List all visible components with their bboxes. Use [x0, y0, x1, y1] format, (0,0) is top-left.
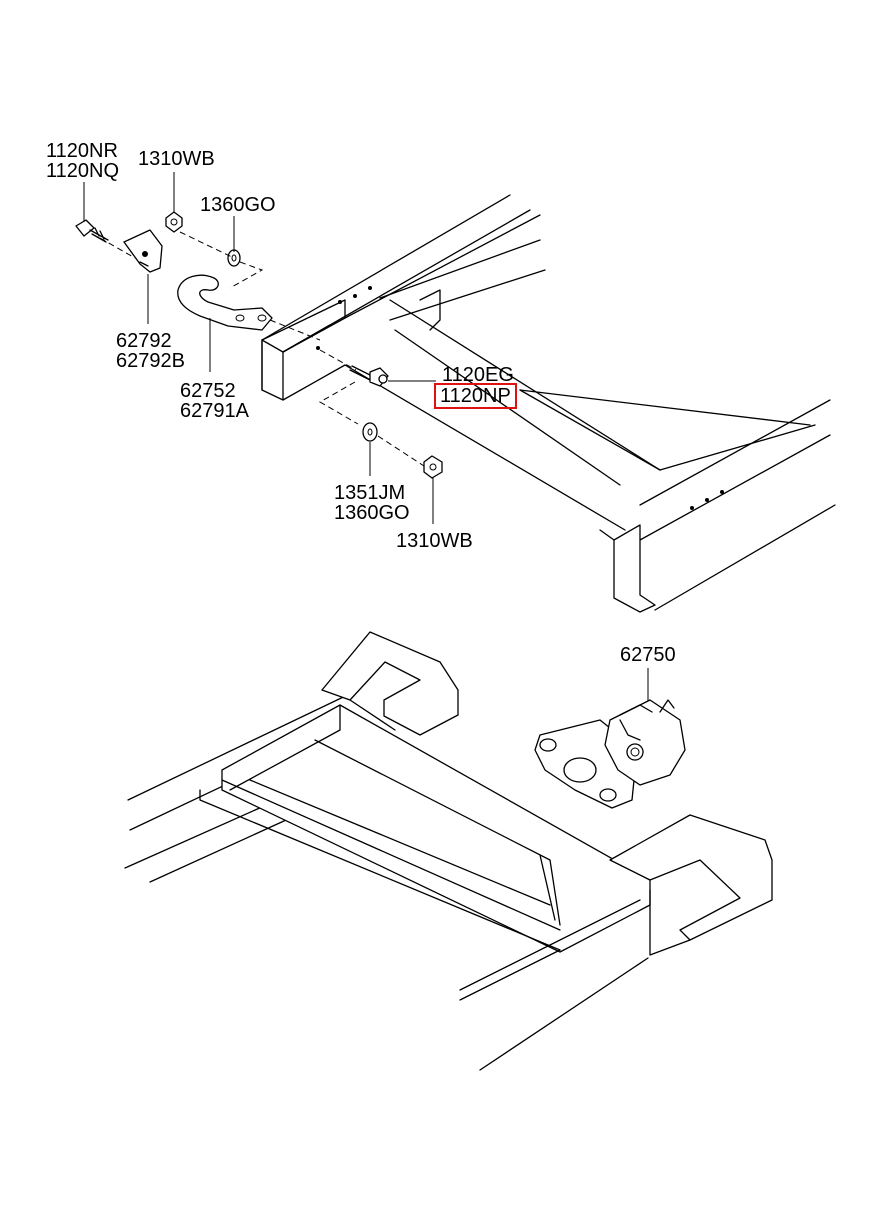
- part-label-62792: 62792: [116, 330, 172, 352]
- leader-lines: [83, 172, 649, 710]
- tow-hook-icon: [177, 274, 273, 331]
- bracket-icon: [123, 229, 163, 273]
- part-label-1310WB-top: 1310WB: [138, 148, 215, 170]
- bolt-icon: [75, 219, 109, 243]
- part-label-62791A: 62791A: [180, 400, 249, 422]
- bolt-icon: [349, 365, 389, 387]
- part-label-1310WB-bottom: 1310WB: [396, 530, 473, 552]
- part-label-1120EG: 1120EG: [442, 364, 514, 386]
- part-label-62752: 62752: [180, 380, 236, 402]
- nut-icon: [165, 211, 183, 233]
- tow-pintle-icon: [534, 699, 686, 809]
- part-label-1360GO-bottom: 1360GO: [334, 502, 410, 524]
- part-label-1360GO-top: 1360GO: [200, 194, 276, 216]
- part-label-1351JM: 1351JM: [334, 482, 406, 504]
- part-label-62792B: 62792B: [116, 350, 185, 372]
- part-label-62750: 62750: [620, 644, 676, 666]
- washer-icon: [362, 422, 378, 442]
- washer-icon: [227, 249, 241, 267]
- part-label-1120NP-highlighted[interactable]: 1120NP: [434, 383, 517, 409]
- assembly-guide-lines: [99, 231, 425, 467]
- rear-frame-upper: [261, 194, 836, 613]
- part-label-1120NR: 1120NR: [46, 140, 118, 162]
- rear-frame-lower: [124, 631, 773, 1071]
- part-label-1120NQ: 1120NQ: [46, 160, 120, 182]
- nut-icon: [423, 455, 443, 479]
